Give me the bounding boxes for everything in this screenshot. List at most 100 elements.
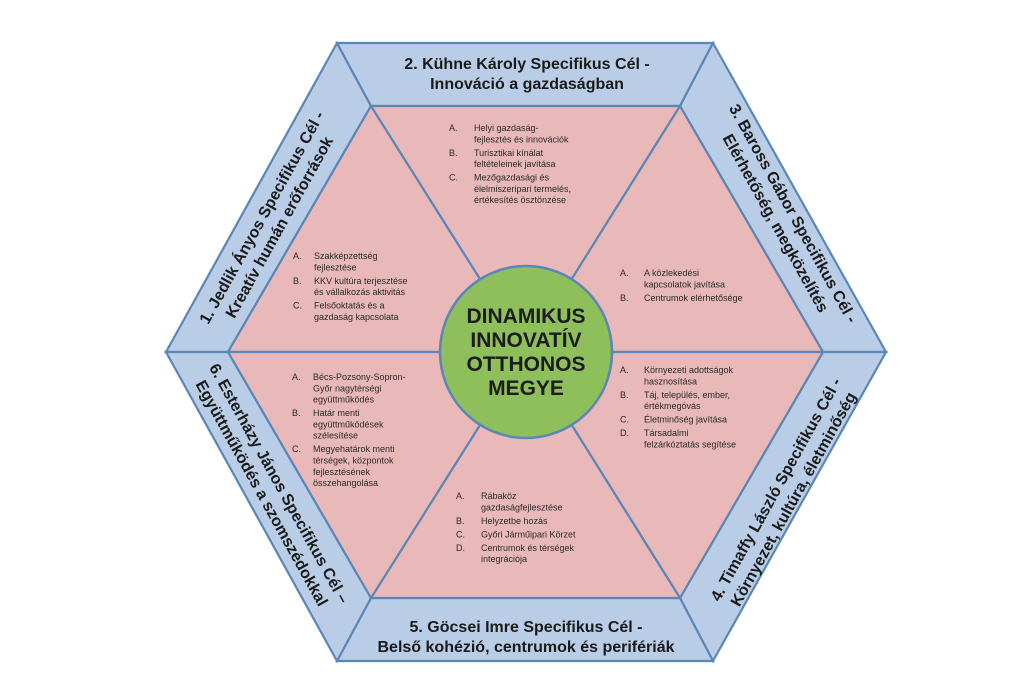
goal-text-line: Helyzetbe hozás: [481, 516, 548, 526]
goal-text-line: Megyehatárok menti: [313, 444, 395, 454]
band-title-kuhne: 2. Kühne Károly Specifikus Cél - Innováci…: [404, 56, 649, 93]
goal-letter: B.: [620, 390, 629, 400]
band-title-gocsei: 5. Göcsei Imre Specifikus Cél - Belső koh…: [378, 619, 675, 656]
goal-letter: B.: [293, 276, 302, 286]
goal-letter: D.: [456, 543, 465, 553]
segment-esterhazy: [226, 350, 528, 601]
goal-letter: A.: [293, 251, 302, 261]
goal-text-line: összehangolása: [313, 478, 378, 488]
goal-item: A. Bécs-Pozsony-Sopron-Győr nagytérségi eg…: [292, 372, 406, 405]
band-title-line: Innováció a gazdaságban: [430, 76, 624, 93]
goal-text-line: Helyi gazdaság-: [474, 123, 539, 133]
band-title-line: 5. Göcsei Imre Specifikus Cél -: [410, 619, 643, 636]
goal-text-line: értékesítés ösztönzése: [474, 195, 566, 205]
goal-letter: C.: [293, 301, 302, 311]
goal-text-line: Mezőgazdasági és: [474, 173, 550, 183]
center-title-line: MEGYE: [488, 377, 564, 400]
goal-text-line: Felsőoktatás és a: [314, 301, 385, 311]
goal-text-line: Életminőség javítása: [644, 415, 727, 425]
goal-text-line: Szakképzettség: [314, 251, 378, 261]
goal-text-line: Társadalmi: [644, 428, 689, 438]
goal-letter: C.: [620, 415, 629, 425]
goal-text-line: Bécs-Pozsony-Sopron-: [313, 372, 406, 382]
goal-text-line: Környezeti adottságok: [644, 365, 734, 375]
goal-item: B. Helyzetbe hozás: [456, 516, 548, 526]
goal-item: B. Centrumok elérhetősége: [620, 293, 743, 303]
goal-letter: B.: [620, 293, 629, 303]
goal-letter: A.: [456, 491, 465, 501]
center-circle: [438, 264, 614, 440]
goal-text-line: és vállalkozás aktivitás: [314, 287, 406, 297]
goal-text-line: együttműködés: [313, 395, 375, 405]
goal-text-line: Centrumok elérhetősége: [644, 293, 743, 303]
goal-text-line: fejlesztés és innovációk: [474, 134, 569, 144]
band-title-line: Belső kohézió, centrumok és perifériák: [378, 639, 675, 656]
goal-letter: A.: [620, 365, 629, 375]
goal-text-line: Rábaköz: [481, 491, 517, 501]
goal-letter: B.: [449, 148, 458, 158]
goal-letter: A.: [449, 123, 458, 133]
goal-text-line: KKV kultúra terjesztése: [314, 276, 408, 286]
goal-text-line: Centrumok és térségek: [481, 543, 575, 553]
goal-text-line: A közlekedési: [644, 268, 699, 278]
goal-text-line: fejlesztése: [314, 262, 357, 272]
goal-text-line: értékmegóvás: [644, 401, 701, 411]
center-title-line: INNOVATÍV: [470, 329, 581, 352]
goal-letter: C.: [456, 529, 465, 539]
center-title-line: DINAMIKUS: [467, 305, 586, 328]
goal-text-line: Turisztikai kínálat: [474, 148, 544, 158]
goal-item: C. Életminőség javítása: [620, 415, 727, 425]
goal-text-line: kapcsolatok javítása: [644, 279, 725, 289]
goal-text-line: Táj, település, ember,: [644, 390, 730, 400]
goal-text-line: Győr nagytérségi: [313, 383, 382, 393]
goal-text-line: gazdaságfejlesztése: [481, 502, 563, 512]
goal-text-line: hasznosítása: [644, 376, 697, 386]
goal-letter: B.: [292, 408, 301, 418]
goal-text-line: térségek, központok: [313, 456, 394, 466]
goal-text-line: Határ menti: [313, 408, 360, 418]
goal-text-line: feltételeinek javítása: [474, 159, 556, 169]
goal-letter: C.: [292, 444, 301, 454]
goal-text-line: élelmiszeripari termelés,: [474, 184, 571, 194]
goal-letter: A.: [620, 268, 629, 278]
band-title-line: 2. Kühne Károly Specifikus Cél -: [404, 56, 649, 73]
goal-list-kuhne: A. Helyi gazdaság-fejlesztés és innováció…: [449, 123, 571, 205]
goal-letter: D.: [620, 428, 629, 438]
goal-item: C. Győri Járműipari Körzet: [456, 529, 576, 539]
goal-text-line: Győri Járműipari Körzet: [481, 529, 576, 539]
goal-list-esterhazy: A. Bécs-Pozsony-Sopron-Győr nagytérségi eg…: [292, 372, 406, 488]
goal-text-line: együttműködések: [313, 419, 384, 429]
goal-letter: B.: [456, 516, 465, 526]
goal-item: A. Helyi gazdaság-fejlesztés és innováció…: [449, 123, 569, 144]
goal-text-line: integrációja: [481, 554, 527, 564]
goal-text-line: szélesítése: [313, 431, 358, 441]
band-kuhne: [335, 41, 715, 108]
goal-letter: A.: [292, 372, 301, 382]
goal-letter: C.: [449, 173, 458, 183]
goal-text-line: gazdaság kapcsolata: [314, 312, 399, 322]
goal-item: B. Táj, település, ember,értékmegóvás: [620, 390, 730, 411]
outer-bands: [164, 40, 888, 664]
center-title-line: OTTHONOS: [467, 353, 586, 376]
inner-segments: [226, 103, 825, 601]
goal-text-line: felzárkóztatás segítése: [644, 439, 736, 449]
